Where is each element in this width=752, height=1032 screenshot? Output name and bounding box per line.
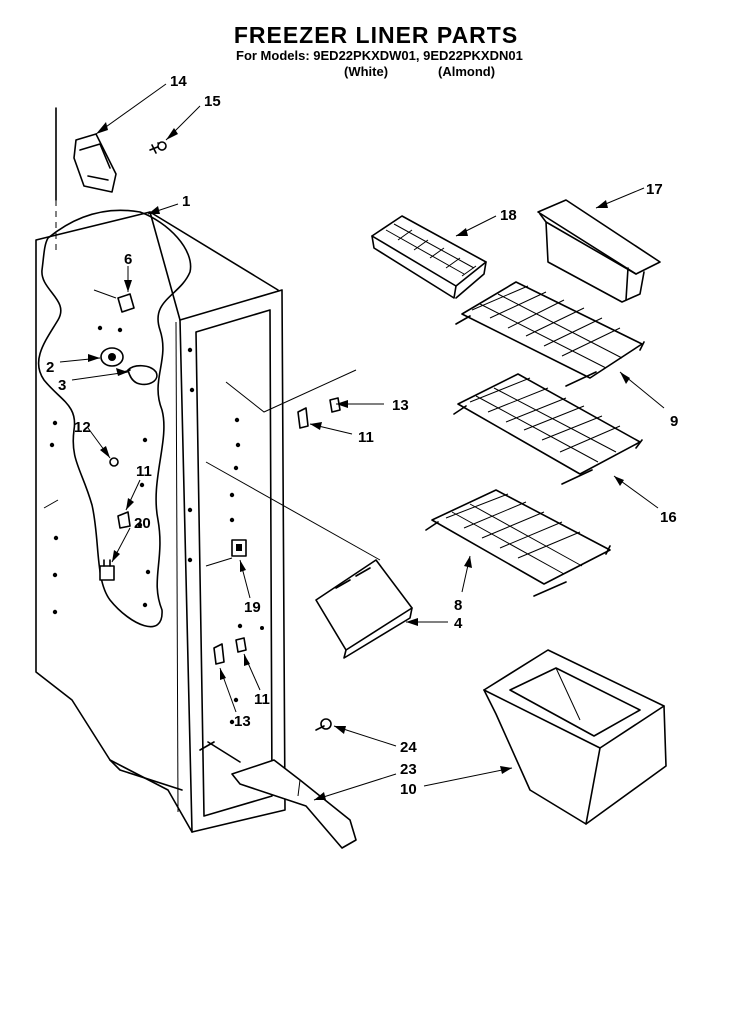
light-switch: [231, 539, 247, 557]
callout-17: 17: [646, 181, 663, 198]
liner-clip: [93, 289, 135, 313]
hinge-bracket: [73, 133, 117, 193]
callout-3: 3: [58, 377, 66, 394]
wire-shelf-lower: [425, 489, 611, 597]
storage-bin: [537, 199, 661, 303]
callout-labels: 14 15 1 6 2 3 12 11 20 18 17 13 11 9 16 …: [46, 73, 678, 798]
callout-19: 19: [244, 599, 261, 616]
light-bulb: [123, 364, 158, 386]
callout-10: 10: [400, 781, 417, 798]
trim-screw: [315, 718, 332, 731]
leader-lines: [59, 83, 665, 801]
callout-15: 15: [204, 93, 221, 110]
callout-12: 12: [74, 419, 91, 436]
storage-pan: [483, 649, 667, 825]
models-line: For Models: 9ED22PKXDW01, 9ED22PKXDN01: [236, 48, 523, 63]
bracket-lower: [213, 626, 264, 665]
wire-connector: [99, 559, 115, 581]
callout-11-left: 11: [136, 463, 152, 480]
callout-6: 6: [124, 251, 132, 268]
callout-11-upper: 11: [358, 429, 374, 446]
callout-13-lower: 13: [234, 713, 251, 730]
callout-4: 4: [454, 615, 463, 632]
liner-screw: [109, 457, 119, 467]
bottom-trim: [231, 759, 357, 849]
retainer-left: [117, 511, 131, 529]
callout-8: 8: [454, 597, 462, 614]
callout-2: 2: [46, 359, 54, 376]
freezer-liner: [35, 107, 381, 833]
callout-18: 18: [500, 207, 517, 224]
callout-11-lower: 11: [254, 691, 270, 708]
callout-23: 23: [400, 761, 417, 778]
callout-9: 9: [670, 413, 678, 430]
ice-cube-tray: [371, 215, 487, 299]
page-title: FREEZER LINER PARTS: [233, 22, 519, 48]
callout-13-upper: 13: [392, 397, 409, 414]
shelf-support: [315, 559, 413, 659]
color-almond-label: (Almond): [438, 64, 496, 79]
callout-16: 16: [660, 509, 677, 526]
callout-24: 24: [400, 739, 417, 756]
bracket-upper: [297, 397, 341, 429]
color-white-label: (White): [344, 64, 389, 79]
callout-1: 1: [182, 193, 190, 210]
wire-shelf-upper: [455, 281, 645, 387]
wire-shelf-middle: [453, 373, 643, 485]
callout-20: 20: [134, 515, 151, 532]
hinge-screw: [149, 141, 167, 154]
callout-14: 14: [170, 73, 187, 90]
light-socket: [100, 347, 124, 367]
